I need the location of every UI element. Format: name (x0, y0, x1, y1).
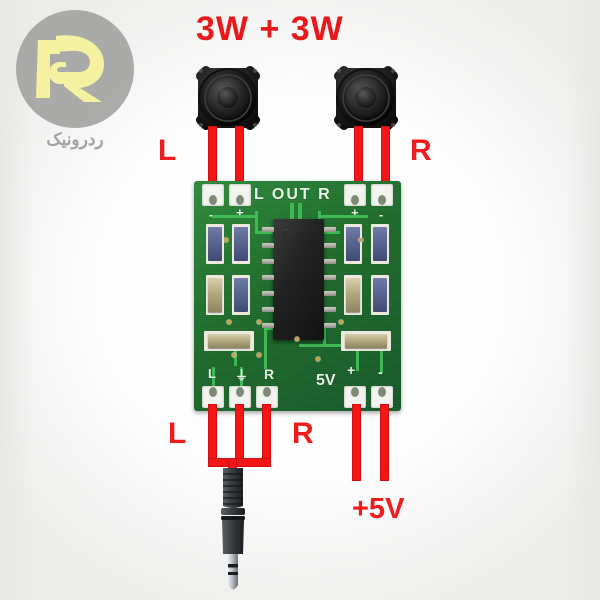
trace (380, 331, 383, 373)
brand-watermark: ردرونیک (8, 8, 142, 158)
via (359, 238, 363, 242)
silk-right-minus: - (379, 207, 384, 222)
smd-resistor (208, 278, 222, 312)
wire-input-bus (208, 458, 271, 467)
silk-left-minus: - (209, 208, 213, 221)
logo-monogram-r-icon (36, 35, 104, 102)
pad-supply-plus (344, 386, 366, 408)
trace (318, 215, 368, 218)
silk-left-plus: + (236, 205, 244, 220)
ic-leg (324, 307, 336, 312)
trace (240, 367, 243, 387)
trace (212, 215, 258, 218)
pad-hole (378, 195, 386, 205)
power-rating-label: 3W + 3W (196, 10, 344, 48)
ic-pin1-marker (281, 229, 290, 238)
ic-leg (324, 275, 336, 280)
via (227, 320, 231, 324)
pad-hole (351, 195, 359, 205)
pad-hole (236, 195, 244, 205)
ic-leg (262, 227, 274, 232)
ic-leg (262, 243, 274, 248)
pad-hole (209, 195, 217, 205)
ic-leg (324, 323, 336, 328)
smd-capacitor (346, 227, 360, 261)
smd-resistor (345, 334, 387, 348)
smd-capacitor (234, 278, 248, 312)
pad-in-left (202, 386, 224, 408)
wire-supply-minus (380, 404, 389, 481)
via (316, 357, 320, 361)
output-left-label: L (158, 134, 177, 167)
ic-leg (324, 227, 336, 232)
input-left-label: L (168, 417, 187, 450)
trace (323, 327, 326, 345)
pad-hole (378, 387, 386, 397)
silk-supply-plus: + (347, 362, 356, 378)
ic-leg (262, 291, 274, 296)
left-speaker (192, 62, 264, 134)
ic-leg (262, 275, 274, 280)
silk-supply-label: 5V (316, 372, 336, 389)
logo-circle (16, 10, 134, 128)
ic-leg (324, 291, 336, 296)
ic-leg (324, 243, 336, 248)
input-right-label: R (292, 417, 314, 450)
trace (298, 203, 302, 221)
via (224, 238, 228, 242)
ic-leg (262, 259, 274, 264)
wire-supply-plus (352, 404, 361, 481)
silk-output-header: L OUT R (254, 186, 332, 203)
via (295, 337, 299, 341)
pad-supply-minus (371, 386, 393, 408)
smd-resistor (346, 278, 360, 312)
trace (299, 344, 359, 347)
output-right-label: R (410, 134, 432, 167)
pad-in-ground (229, 386, 251, 408)
ic-leg (262, 307, 274, 312)
trace (255, 211, 258, 233)
trace (212, 367, 215, 387)
trace (320, 231, 340, 234)
trace (264, 327, 267, 369)
amplifier-ic (273, 219, 324, 340)
ic-leg (324, 259, 336, 264)
smd-resistor (208, 334, 250, 348)
pad-hole (209, 387, 217, 397)
right-edge-shade (566, 0, 600, 600)
via (257, 320, 261, 324)
trace (290, 203, 294, 221)
smd-capacitor (373, 227, 387, 261)
right-speaker (330, 62, 402, 134)
silk-supply-minus: - (378, 364, 383, 380)
ic-leg (262, 323, 274, 328)
trace (255, 231, 277, 234)
silk-right-plus: + (351, 205, 359, 220)
pad-hole (236, 387, 244, 397)
pad-hole (351, 387, 359, 397)
trace (234, 336, 237, 366)
via (257, 353, 261, 357)
silk-input-ground: ⏚ (235, 368, 249, 383)
audio-jack-3.5mm (216, 468, 250, 594)
trace (356, 331, 359, 371)
pad-hole (263, 387, 271, 397)
via (339, 320, 343, 324)
pad-in-right (256, 386, 278, 408)
amplifier-board: L OUT R - + + - (194, 181, 401, 411)
via (232, 353, 236, 357)
smd-capacitor (208, 227, 222, 261)
supply-label: +5V (352, 493, 405, 525)
silk-input-left: L (208, 366, 216, 381)
brand-name: ردرونیک (46, 130, 104, 149)
smd-capacitor (373, 278, 387, 312)
silk-input-right: R (264, 366, 275, 382)
smd-capacitor (234, 227, 248, 261)
